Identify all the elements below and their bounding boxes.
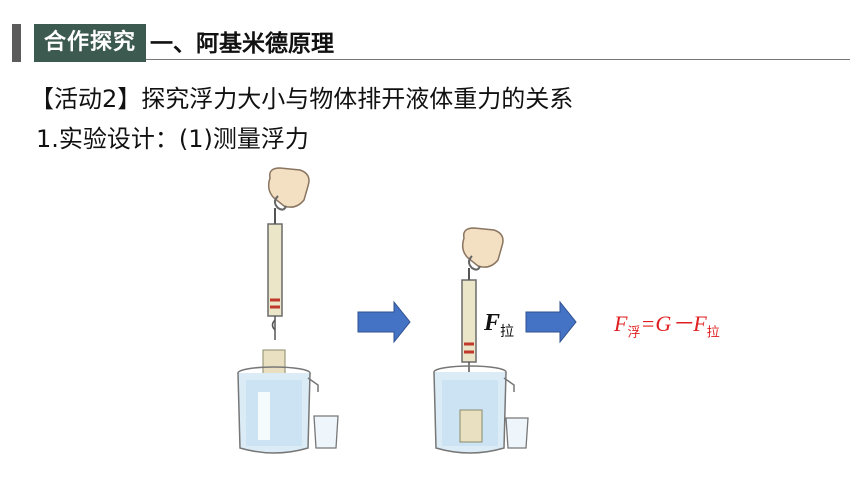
header-divider [146,59,850,60]
arrow-right-icon [357,300,411,344]
small-cup [313,415,339,449]
setup-before-immersion [237,167,339,454]
section-tag: 合作探究 [34,24,146,62]
spring-scale [461,279,477,363]
hand-icon [461,227,504,268]
small-cup [505,417,529,449]
experiment-design-line: 1.实验设计：(1)测量浮力 [36,125,309,153]
hand-icon [267,167,310,208]
test-object [459,409,483,443]
tension-force-label: F拉 [484,310,515,340]
buoyancy-formula: F浮=G－F拉 [614,311,720,341]
activity-title: 【活动2】探究浮力大小与物体排开液体重力的关系 [30,85,574,113]
page-title: 一、阿基米德原理 [150,31,334,57]
spring-scale [267,223,283,317]
arrow-right-icon [525,300,577,344]
side-accent-bar [12,24,21,62]
setup-during-immersion [433,227,529,454]
test-object [262,349,286,375]
